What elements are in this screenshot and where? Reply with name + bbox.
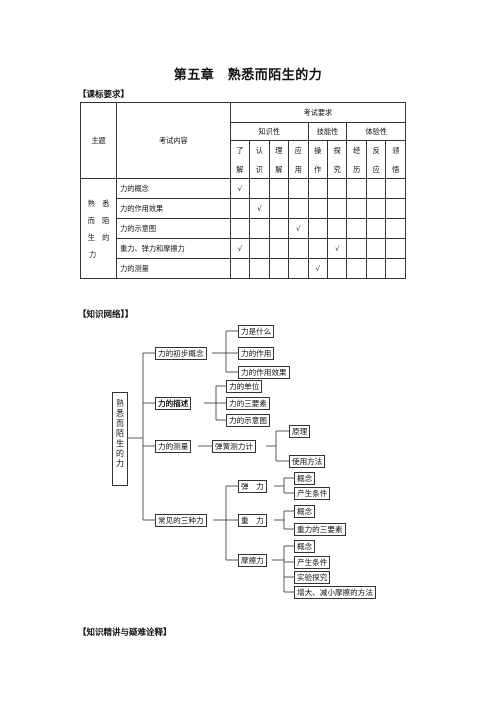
- level-char: 领: [392, 145, 400, 155]
- content-cell: 力的测量: [116, 258, 231, 279]
- node-force-unit: 力的单位: [226, 380, 263, 393]
- section-requirements-heading: 【课标要求】: [78, 90, 130, 100]
- topic-cell: 熟 悉而 陌生 的力: [79, 178, 118, 279]
- level-char: 了: [236, 145, 244, 155]
- level-char: 究: [333, 164, 341, 174]
- header-topic: 主题: [79, 102, 118, 179]
- table-row: 熟 悉而 陌生 的力力的概念√: [79, 178, 406, 279]
- section-explain-heading: 【知识精讲与疑难诠释】: [78, 628, 172, 638]
- node-what-is-force: 力是什么: [238, 325, 275, 338]
- level-header: 领悟: [385, 140, 406, 179]
- node-force-action: 力的作用: [238, 347, 275, 360]
- level-char: 理: [275, 145, 283, 155]
- requirements-table: 主题 考试内容 考试要求 知识性 技能性 体验性 了解认识理解应用操作探究经历反…: [79, 102, 407, 279]
- topic-line: 力: [89, 249, 97, 259]
- node-friction: 摩擦力: [238, 554, 267, 567]
- level-char: 解: [236, 164, 244, 174]
- level-char: 操: [314, 145, 322, 155]
- node-force-diagram: 力的示意图: [226, 414, 270, 427]
- root-char: 熟: [116, 399, 124, 408]
- level-char: 探: [333, 145, 341, 155]
- chapter-title: 第五章 熟悉而陌生的力: [173, 68, 323, 83]
- header-content: 考试内容: [116, 102, 231, 179]
- root-char: 的: [116, 449, 124, 458]
- node-gravity-concept: 概念: [294, 505, 316, 518]
- node-elastic-condition: 产生条件: [294, 487, 331, 500]
- level-char: 解: [275, 164, 283, 174]
- node-gravity: 重 力: [238, 514, 267, 527]
- level-char: 用: [294, 164, 302, 174]
- node-elastic-concept: 概念: [294, 472, 316, 485]
- node-friction-experiment: 实验探究: [294, 571, 331, 584]
- node-elastic-force: 弹 力: [238, 480, 267, 493]
- level-char: 历: [353, 164, 361, 174]
- branch-three-forces: 常见的三种力: [155, 514, 207, 527]
- node-gravity-elements: 重力的三要素: [294, 523, 346, 536]
- level-char: 悟: [392, 164, 400, 174]
- section-network-heading: 【知识网络】】: [78, 310, 134, 320]
- root-char: 而: [116, 419, 124, 428]
- node-principle: 原理: [289, 425, 311, 438]
- node-friction-methods: 增大、减小摩擦的方法: [294, 586, 376, 599]
- branch-basic-concept: 力的初步概念: [155, 347, 207, 360]
- level-char: 作: [314, 164, 322, 174]
- level-char: 应: [294, 145, 302, 155]
- table-row: 力的测量√: [81, 258, 406, 279]
- node-spring-scale: 弹簧测力计: [212, 440, 256, 453]
- root-char: 陌: [116, 429, 124, 438]
- level-char: 经: [353, 145, 361, 155]
- root-char: 力: [116, 459, 124, 468]
- level-char: 应: [372, 164, 380, 174]
- table-row: 重力、弹力和摩擦力√√: [81, 238, 406, 259]
- branch-measurement: 力的测量: [155, 440, 192, 453]
- root-char: 生: [116, 439, 124, 448]
- root-char: 悉: [116, 409, 124, 418]
- node-friction-condition: 产生条件: [294, 556, 331, 569]
- mark-cell: [385, 258, 406, 279]
- map-root: 熟 悉 而 陌 生 的 力: [112, 392, 128, 486]
- node-friction-concept: 概念: [294, 540, 316, 553]
- level-char: 识: [255, 164, 263, 174]
- node-three-elements: 力的三要素: [226, 397, 270, 410]
- node-usage: 使用方法: [289, 455, 326, 468]
- mark-cell: [365, 258, 387, 279]
- branch-description: 力的描述: [155, 397, 192, 410]
- level-char: 反: [372, 145, 380, 155]
- level-header: 反应: [365, 140, 387, 179]
- level-char: 认: [255, 145, 263, 155]
- topic-line: 熟 悉: [87, 198, 110, 208]
- topic-line: 而 陌: [87, 215, 110, 225]
- node-force-effect: 力的作用效果: [238, 366, 290, 379]
- topic-line: 生 的: [87, 232, 110, 242]
